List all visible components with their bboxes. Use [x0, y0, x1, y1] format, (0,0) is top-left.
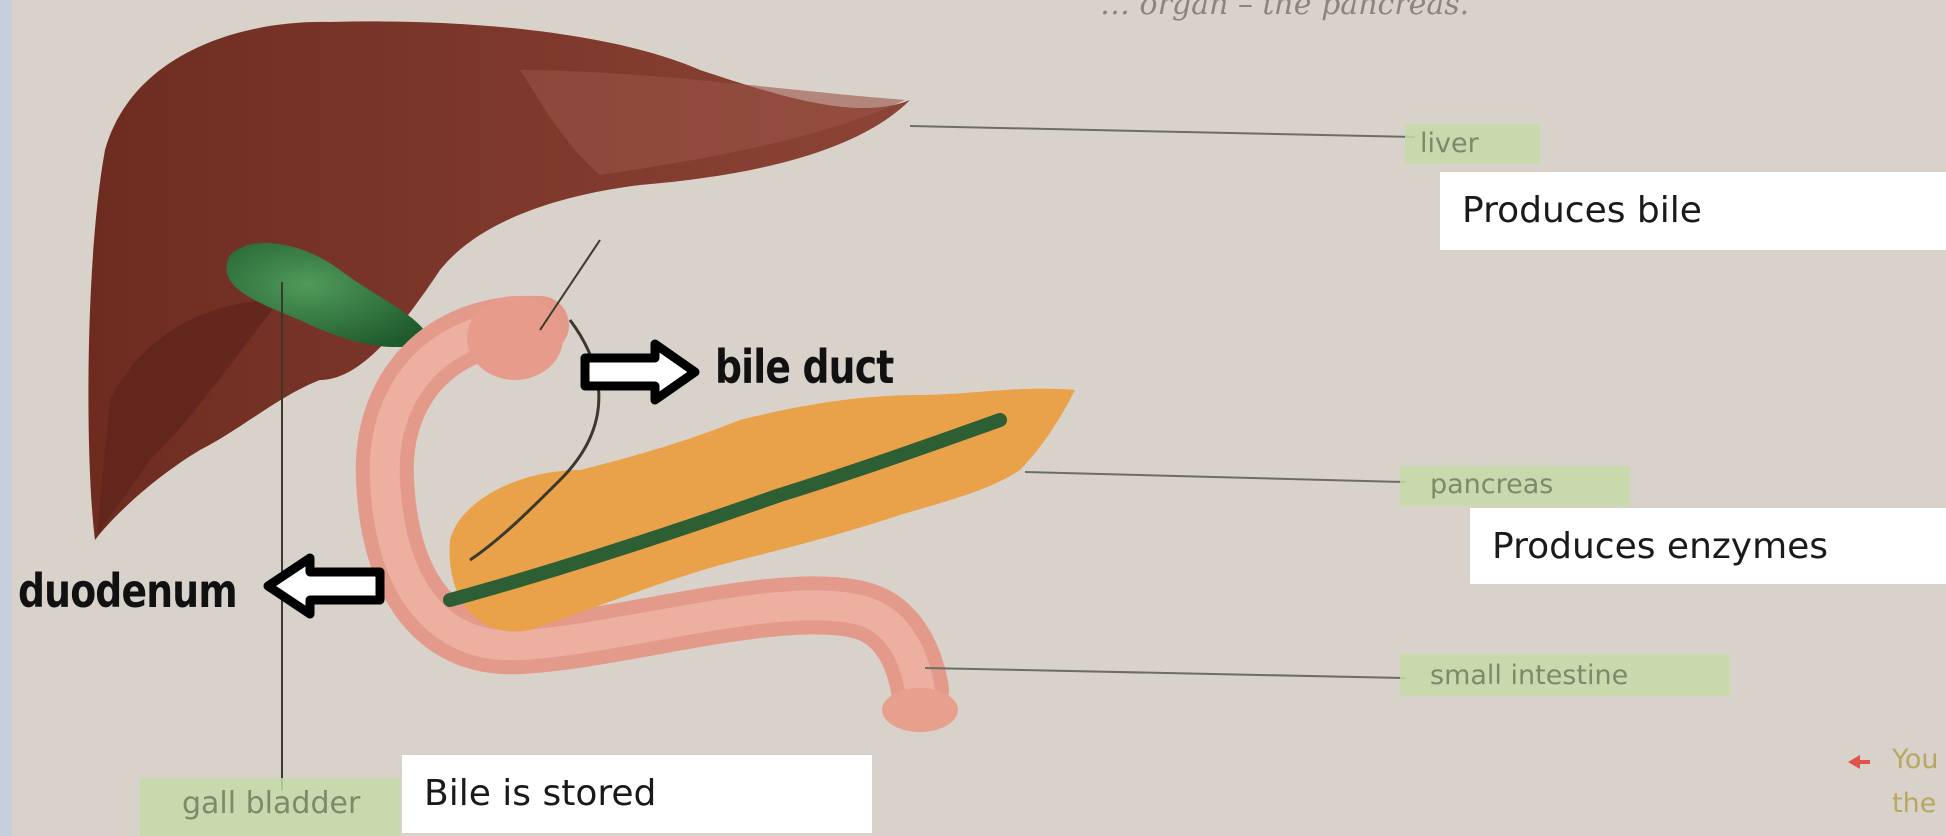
duodenum-arrow	[268, 558, 380, 614]
corner-text-1: You	[1892, 744, 1939, 775]
annotation-bile-duct: bile duct	[715, 340, 893, 394]
bile-duct-arrow	[585, 344, 695, 400]
bile-duct-junction	[467, 296, 563, 380]
intestine-leader	[925, 668, 1405, 678]
box-produces-enzymes: Produces enzymes	[1470, 508, 1946, 584]
label-small-intestine: small intestine	[1430, 660, 1628, 691]
hepatic-line	[540, 240, 600, 330]
pancreas-leader	[1025, 472, 1405, 482]
label-pancreas: pancreas	[1430, 469, 1553, 500]
corner-text-2: the	[1892, 788, 1936, 819]
annotation-duodenum: duodenum	[18, 564, 237, 618]
header-text: … organ – the pancreas.	[1100, 0, 1469, 22]
box-produces-bile: Produces bile	[1440, 172, 1946, 250]
corner-arrow-icon	[1848, 755, 1870, 769]
intestine-end	[882, 688, 958, 732]
box-bile-stored: Bile is stored	[402, 755, 872, 833]
liver-leader	[910, 126, 1415, 137]
label-gall-bladder: gall bladder	[182, 786, 360, 821]
label-liver: liver	[1420, 128, 1479, 159]
